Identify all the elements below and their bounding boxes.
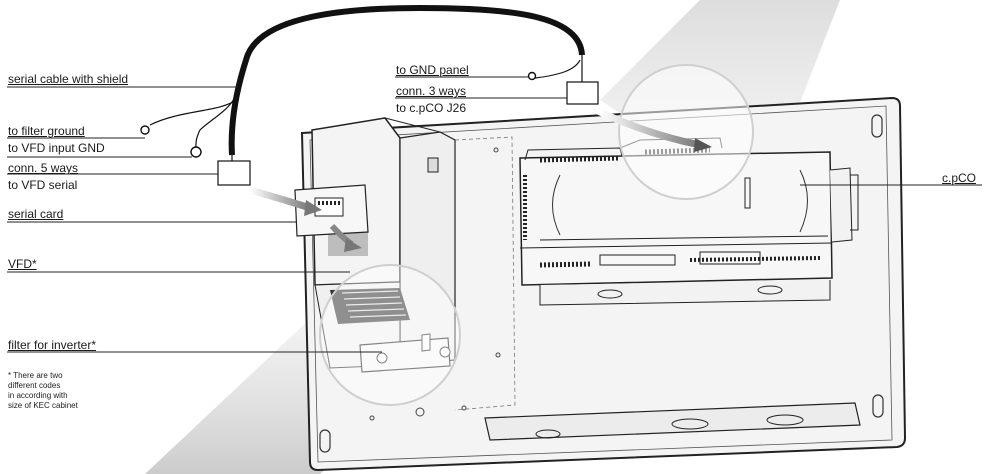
connector-3-ways: [566, 81, 599, 105]
footnote-line: size of KEC cabinet: [8, 401, 78, 410]
mounting-slot: [872, 394, 884, 418]
label-serial-cable: serial cable with shield: [8, 72, 129, 86]
cpco-controller: [519, 137, 859, 306]
label-conn-3-ways: conn. 3 ways: [396, 84, 467, 98]
zoom-circle-cpco: [618, 64, 754, 200]
label-cpco: c.pCO: [942, 171, 977, 185]
footnote-line: in according with: [8, 391, 68, 400]
connector-5-ways: [217, 160, 251, 186]
label-gnd-panel: to GND panel: [396, 63, 469, 77]
cable-tray: [484, 402, 861, 441]
footnote-line: different codes: [8, 381, 61, 390]
mounting-slot: [319, 429, 331, 453]
label-cpco-j26: to c.pCO J26: [396, 101, 467, 115]
arrow-to-j26: [596, 108, 704, 149]
leader-lines: [7, 76, 982, 353]
mounting-slot: [871, 114, 883, 138]
serial-cable: [228, 4, 585, 156]
footnote-line: * There are two: [8, 371, 63, 380]
label-serial-card: serial card: [8, 207, 64, 221]
label-vfd-serial: to VFD serial: [8, 178, 78, 192]
gnd-panel-lug: [527, 71, 537, 81]
footnote: * There are two different codes in accor…: [8, 371, 78, 411]
zoom-circle-filter: [319, 264, 461, 406]
label-filter-inverter: filter for inverter*: [8, 338, 97, 352]
label-conn-5-ways: conn. 5 ways: [8, 161, 79, 175]
filter-ground-lug: [140, 125, 150, 135]
label-filter-ground: to filter ground: [8, 124, 85, 138]
inverter-filter: [359, 333, 451, 373]
label-vfd: VFD*: [8, 257, 37, 271]
din-rail-outline: [454, 136, 516, 411]
label-vfd-input-gnd: to VFD input GND: [8, 141, 105, 155]
serial-card: [294, 184, 369, 237]
vfd-gnd-lug: [190, 146, 202, 158]
